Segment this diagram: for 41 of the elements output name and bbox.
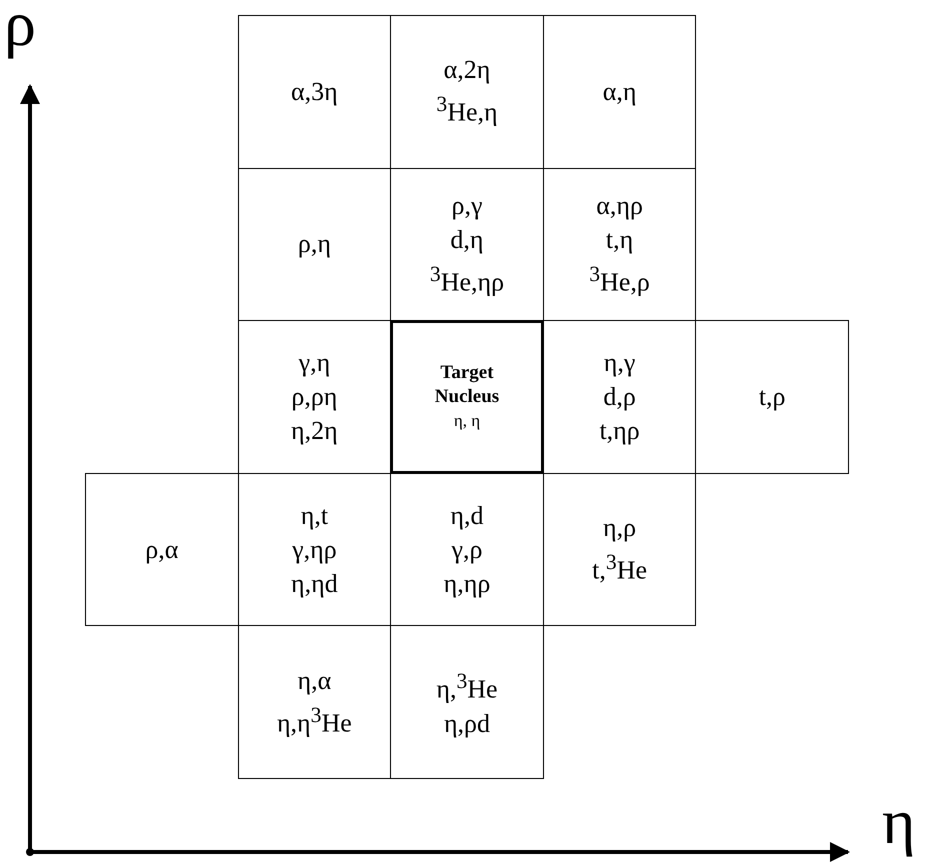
reaction-cell xyxy=(542,15,696,169)
reaction-text: η,η$^{3}$He xyxy=(276,702,352,740)
reaction-cell xyxy=(238,625,392,779)
reaction-text: t,ρ xyxy=(758,380,786,413)
reaction-text: η, η xyxy=(454,410,480,432)
reaction-cell xyxy=(238,15,392,169)
reaction-text: η,2η xyxy=(291,414,338,447)
reaction-text: α,3η xyxy=(291,76,338,108)
reaction-text: α,ηρ xyxy=(596,190,643,222)
reaction-cell xyxy=(695,320,849,474)
reaction-cell xyxy=(542,472,696,626)
reaction-cell xyxy=(390,625,544,779)
reaction-text: $^{3}$He,ρ xyxy=(589,261,650,299)
reaction-text: ρ,γ xyxy=(452,190,482,222)
reaction-text: ρ,α xyxy=(145,534,178,566)
cell-title: Target Nucleus xyxy=(434,360,500,409)
reaction-text: η,ηd xyxy=(291,568,338,600)
reaction-text: α,2η xyxy=(444,54,490,86)
reaction-text: γ,η xyxy=(298,346,330,379)
reaction-text: η,t xyxy=(300,500,328,532)
reaction-text: η,$^{3}$He xyxy=(436,668,498,706)
reaction-text: η,α xyxy=(298,664,332,697)
reaction-text: t,ηρ xyxy=(599,414,640,447)
target-cell xyxy=(390,320,544,474)
reaction-cell xyxy=(85,472,239,626)
reaction-text: η,ηρ xyxy=(444,568,490,600)
reaction-text: γ,ρ xyxy=(452,534,482,566)
reaction-text: α,η xyxy=(602,76,636,108)
reaction-text: γ,ηρ xyxy=(292,534,337,566)
reaction-text: d,η xyxy=(450,224,484,256)
reaction-text: η,d xyxy=(450,500,484,532)
reaction-text: t,η xyxy=(606,224,634,256)
reaction-text: ρ,ρη xyxy=(291,380,338,413)
reaction-text: η,γ xyxy=(604,346,636,379)
reaction-text: η,ρd xyxy=(444,708,490,740)
reaction-text: d,ρ xyxy=(603,380,636,413)
reaction-text: $^{3}$He,η xyxy=(436,91,498,130)
reaction-text: t,$^{3}$He xyxy=(592,549,648,587)
reaction-text: ρ,η xyxy=(298,228,331,260)
reaction-text: η,ρ xyxy=(603,512,636,544)
reaction-text: $^{3}$He,ηρ xyxy=(430,261,504,299)
